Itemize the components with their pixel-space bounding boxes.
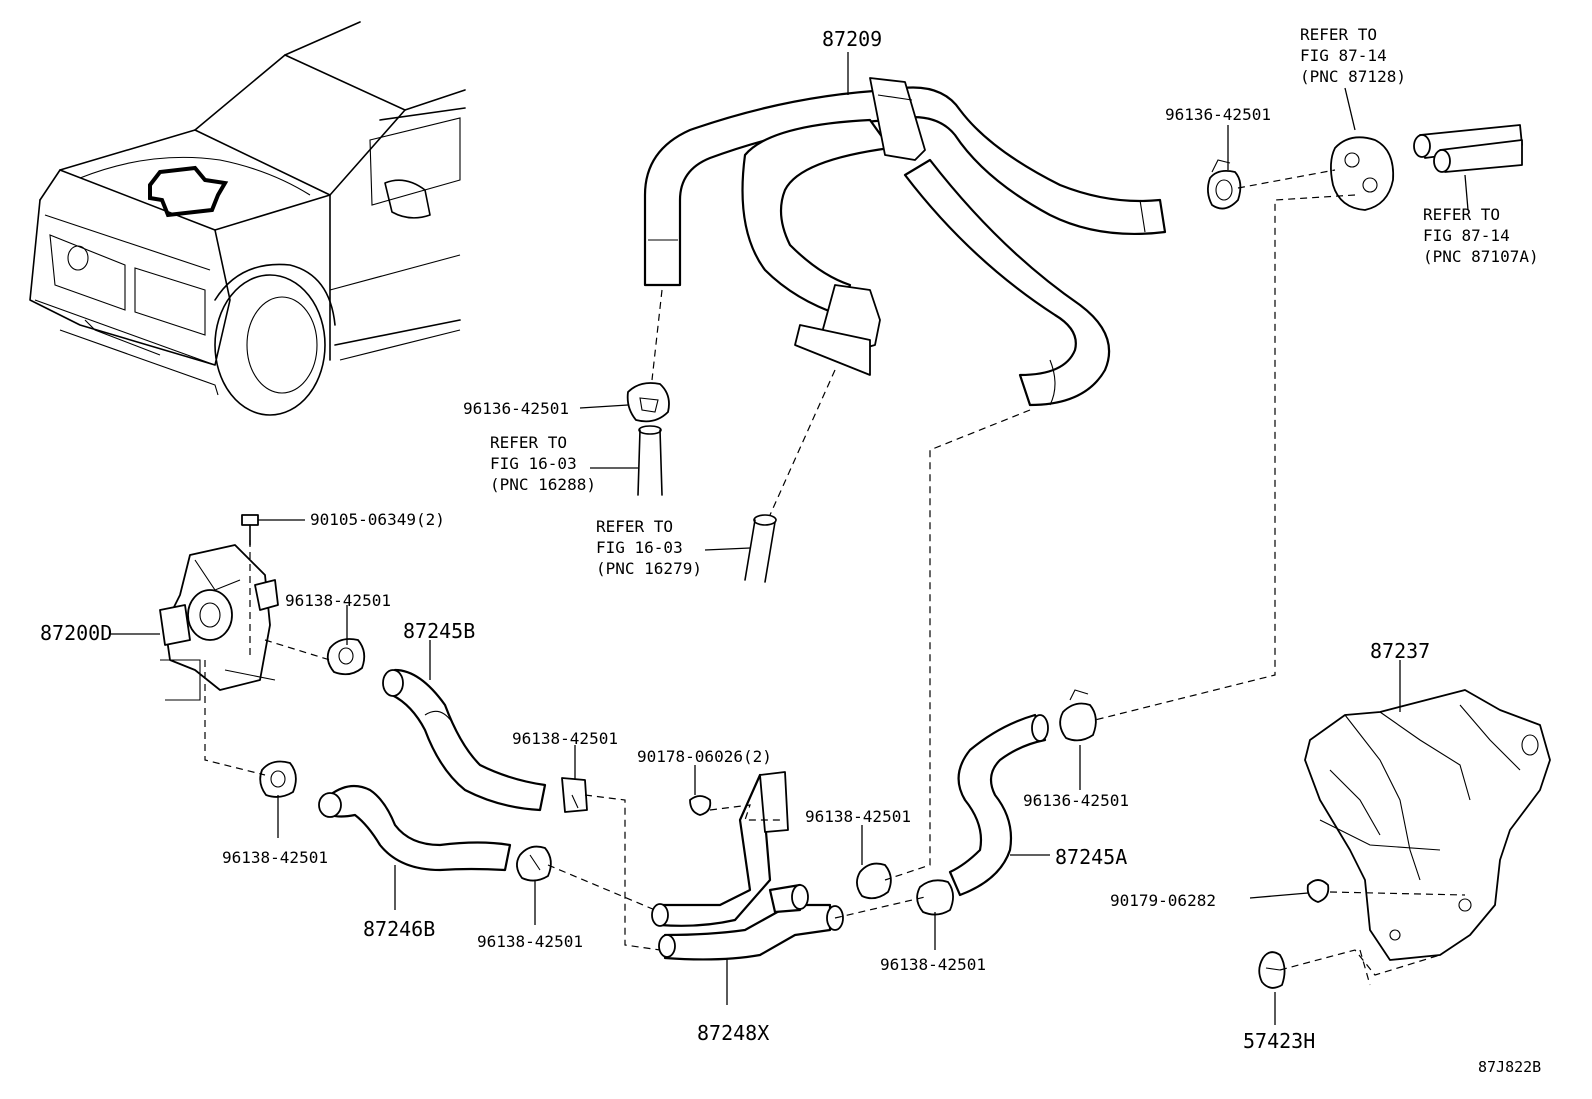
- label-96138-lower-left: 96138-42501: [222, 848, 328, 867]
- label-96136-lower-right: 96136-42501: [1023, 791, 1129, 810]
- label-87237: 87237: [1370, 639, 1430, 663]
- label-87246B: 87246B: [363, 917, 435, 941]
- hose-87245B[interactable]: [382, 668, 547, 812]
- clamp-valve[interactable]: [326, 638, 366, 676]
- water-valve-87200D[interactable]: [159, 544, 279, 701]
- label-96138-pipe-left: 96138-42501: [512, 729, 618, 748]
- ref-87107A-line1: REFER TO: [1423, 205, 1500, 224]
- pipe-16279: [744, 514, 777, 583]
- ref-16279-line1: REFER TO: [596, 517, 673, 536]
- label-96138-valve: 96138-42501: [285, 591, 391, 610]
- pipe-ends-87107A: [1413, 124, 1523, 173]
- label-87248X: 87248X: [697, 1021, 769, 1045]
- ref-87107A-line2: FIG 87-14: [1423, 226, 1510, 245]
- ref-16288-line2: FIG 16-03: [490, 454, 577, 473]
- ref-16288-line1: REFER TO: [490, 433, 567, 452]
- grommet-ring[interactable]: [1330, 136, 1395, 211]
- label-57423H: 57423H: [1243, 1029, 1315, 1053]
- label-87245B: 87245B: [403, 619, 475, 643]
- label-90179: 90179-06282: [1110, 891, 1216, 910]
- label-96138-bottom-mid: 96138-42501: [477, 932, 583, 951]
- label-90178: 90178-06026(2): [637, 747, 772, 766]
- ref-87128-line2: FIG 87-14: [1300, 46, 1387, 65]
- nut-90179[interactable]: [1306, 879, 1330, 903]
- clamp-top-right[interactable]: [1207, 159, 1242, 210]
- clamp-lower-left[interactable]: [259, 760, 297, 798]
- label-87245A: 87245A: [1055, 845, 1127, 869]
- clamp-pipe-center[interactable]: [856, 862, 892, 900]
- vehicle-illustration: [29, 21, 466, 416]
- label-87200D: 87200D: [40, 621, 112, 645]
- ref-16279-line3: (PNC 16279): [596, 559, 702, 578]
- ref-16279-line2: FIG 16-03: [596, 538, 683, 557]
- label-90105: 90105-06349(2): [310, 510, 445, 529]
- clip-57423H[interactable]: [1258, 951, 1286, 989]
- pipe-87248X[interactable]: [651, 771, 844, 961]
- leader-lines: [110, 52, 1469, 1025]
- hose-87209[interactable]: [643, 77, 1167, 407]
- label-96138-bottom-center: 96138-42501: [880, 955, 986, 974]
- clamp-bottom-mid[interactable]: [516, 845, 552, 882]
- label-96136-top-right: 96136-42501: [1165, 105, 1271, 124]
- hose-87246B[interactable]: [318, 784, 512, 872]
- connection-lines: [204, 169, 1466, 986]
- screw-90178[interactable]: [689, 795, 712, 816]
- clamp-pipe-left[interactable]: [561, 777, 588, 813]
- diagram-id: 87J822B: [1478, 1058, 1541, 1076]
- clamp-mid-left[interactable]: [626, 382, 670, 423]
- labels: 87209 REFER TO FIG 87-14 (PNC 87128) 961…: [40, 25, 1541, 1076]
- ref-87128-line3: (PNC 87128): [1300, 67, 1406, 86]
- label-87209: 87209: [822, 27, 882, 51]
- hose-87245A[interactable]: [948, 713, 1049, 897]
- label-96138-pipe-center: 96138-42501: [805, 807, 911, 826]
- pipe-16288: [637, 425, 663, 496]
- label-96136-mid-left: 96136-42501: [463, 399, 569, 418]
- cover-87237[interactable]: [1304, 689, 1551, 961]
- ref-16288-line3: (PNC 16288): [490, 475, 596, 494]
- clamp-bottom-center[interactable]: [916, 879, 954, 916]
- clamp-lower-right[interactable]: [1059, 689, 1097, 742]
- ref-87107A-line3: (PNC 87107A): [1423, 247, 1539, 266]
- ref-87128-line1: REFER TO: [1300, 25, 1377, 44]
